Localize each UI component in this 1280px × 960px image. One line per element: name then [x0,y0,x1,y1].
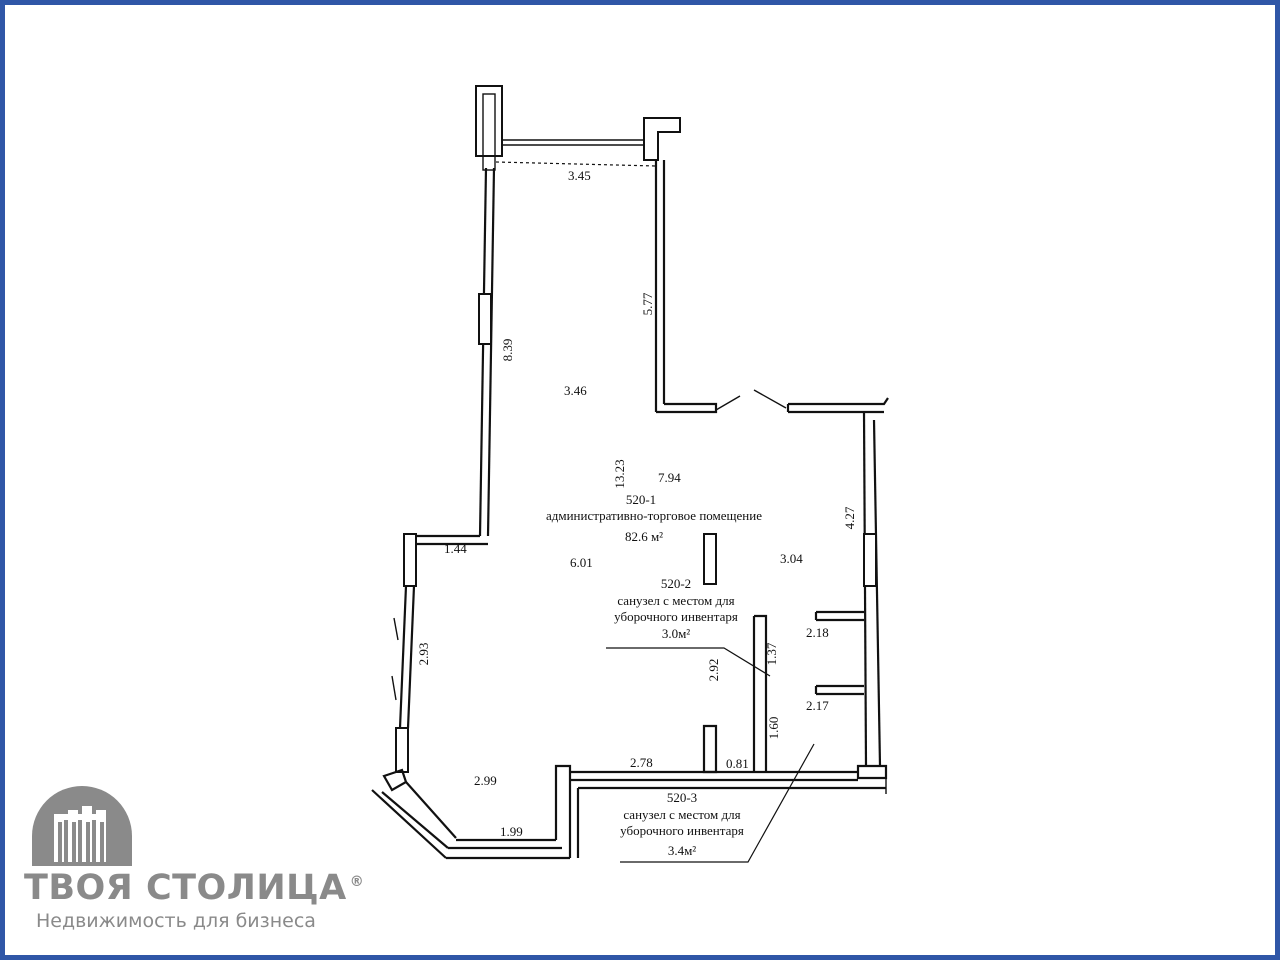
dim-2-99: 2.99 [474,773,497,788]
partition-520-2 [752,614,768,772]
leader-520-3 [620,743,815,863]
dim-3-04: 3.04 [780,551,803,566]
dimension-labels: 3.45 5.77 8.39 3.46 13.23 7.94 1.44 6.01… [416,168,857,839]
column-top-right [643,117,681,161]
room-520-3-number: 520-3 [667,790,697,805]
left-lower-wall-inner [406,585,416,729]
dim-2-78: 2.78 [630,755,653,770]
dim-1-60: 1.60 [766,717,781,740]
wall-door-right [788,397,889,414]
right-wall-inner [862,411,868,767]
room-520-3-name-line2: уборочного инвентаря [620,823,744,838]
dim-2-92: 2.92 [706,659,721,682]
dim-3-46: 3.46 [564,383,587,398]
right-window [863,533,877,587]
dim-3-45: 3.45 [568,168,591,183]
dim-13-23: 13.23 [612,459,627,488]
dim-8-39: 8.39 [500,339,515,362]
central-column [703,533,717,585]
room-520-1-area: 82.6 м² [625,529,663,544]
room-520-3-area: 3.4м² [668,843,696,858]
room-520-3-name-line1: санузел с местом для [623,807,740,822]
registered-mark: ® [349,874,365,891]
dim-1-44: 1.44 [444,541,467,556]
column-inner [482,93,496,171]
dim-2-93: 2.93 [416,643,431,666]
logo-tagline: Недвижимость для бизнеса [36,910,316,932]
right-wall-outer [872,419,882,767]
room-520-2-name-line1: санузел с местом для [617,593,734,608]
dim-1-37: 1.37 [764,642,779,665]
balcony-dashed-line [495,161,657,167]
left-window-mark-1 [393,617,399,641]
left-column-mid [403,533,417,587]
room-520-2-number: 520-2 [661,576,691,591]
door-leaf-right [753,389,787,409]
bay-diag-outer-2 [381,791,449,849]
leader-lines [606,647,815,863]
partition-stub-bottom [702,724,718,774]
dim-2-18: 2.18 [806,625,829,640]
dim-4-27: 4.27 [842,506,857,529]
bottom-step-left [554,764,572,858]
room-520-1-number: 520-1 [626,492,656,507]
left-wall-inner [486,167,496,537]
dim-6-01: 6.01 [570,555,593,570]
room-520-2-area: 3.0м² [662,626,690,641]
corner-bottom-right [856,764,888,780]
dim-1-99: 1.99 [500,824,523,839]
partition-right-bottom [814,684,864,696]
outer-walls [371,85,889,860]
dim-7-94: 7.94 [658,470,681,485]
bay-diag-inner [405,781,457,839]
room-520-2-name-line2: уборочного инвентаря [614,609,738,624]
bay-diag-outer-1 [371,789,447,859]
building-logo-icon [32,786,132,866]
logo-name: ТВОЯ СТОЛИЦА® [24,868,364,908]
door-leaf-left [715,395,741,411]
step-wall-144 [416,534,488,546]
wall-door-left [656,402,718,414]
column-top-left [475,85,503,157]
dim-5-77: 5.77 [640,292,655,315]
bay-bottom-wall [446,838,570,860]
interior-partitions [702,533,864,774]
room-520-1-name: административно-торговое помещение [546,508,762,523]
left-lower-wall-outer [398,585,408,729]
dim-2-17: 2.17 [806,698,829,713]
dim-0-81: 0.81 [726,756,749,771]
left-column-low [395,727,409,773]
partition-right-top [814,610,864,622]
company-logo: ТВОЯ СТОЛИЦА® Недвижимость для бизнеса [24,784,384,944]
left-window [478,293,492,345]
leader-520-2 [606,647,771,677]
room-captions: 520-1 административно-торговое помещение… [546,492,762,858]
left-wall-outer [478,167,488,537]
logo-name-text: ТВОЯ СТОЛИЦА [24,868,347,908]
bay-corner [382,768,408,792]
left-window-mark-2 [391,675,397,701]
